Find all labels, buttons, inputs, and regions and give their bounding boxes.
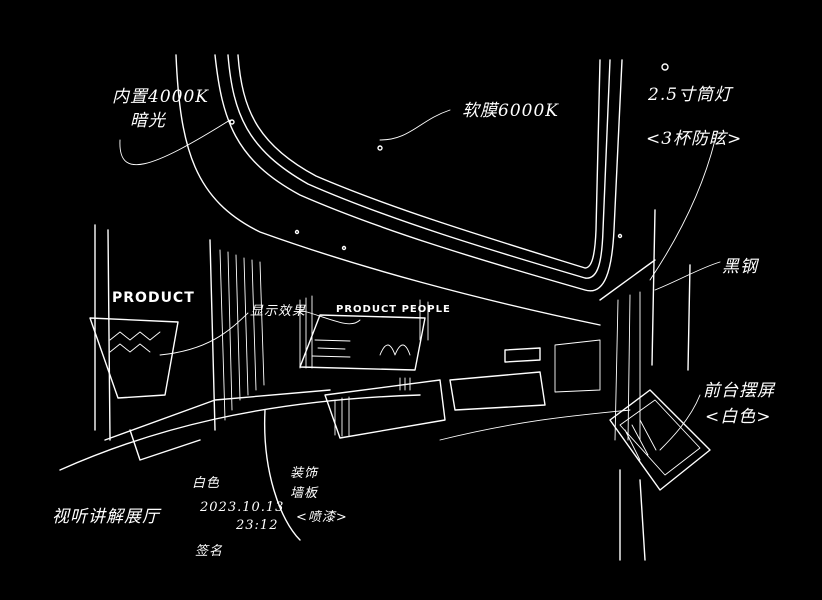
- drawing-signature: 签名: [195, 544, 224, 559]
- wall-panel-note-line3: <喷漆>: [296, 510, 348, 525]
- wall-panel-note-line2: 墙板: [290, 486, 319, 501]
- front-screen-note-line2: <白色>: [705, 407, 772, 427]
- downlight-note-line1: 2.5寸筒灯: [648, 85, 733, 105]
- softfilm-note: 软膜6000K: [462, 101, 559, 121]
- ceiling-downlights: [229, 63, 669, 251]
- display-effect-note: 显示效果: [250, 304, 307, 319]
- lighting-note-line2: 暗光: [130, 111, 166, 131]
- drawing-time: 23:12: [236, 518, 279, 533]
- center-sign-text: PRODUCT PEOPLE: [336, 304, 451, 315]
- left-sign-text: PRODUCT: [112, 290, 195, 306]
- downlight-note-line2: <3杯防眩>: [646, 129, 743, 149]
- front-screen-note-line1: 前台摆屏: [703, 381, 775, 401]
- wall-panel-note-line1: 装饰: [290, 466, 319, 481]
- ceiling-softfilm-band: [175, 54, 623, 326]
- black-steel-note: 黑钢: [722, 257, 758, 277]
- left-product-sign: [89, 317, 179, 399]
- lighting-note-line1: 内置4000K: [112, 87, 209, 107]
- center-product-sign: [299, 295, 429, 371]
- white-base-note: 白色: [192, 476, 221, 491]
- display-counters: [104, 339, 601, 461]
- leader-lines: [119, 109, 721, 451]
- floor-lines: [59, 394, 631, 541]
- drawing-date: 2023.10.13: [200, 500, 285, 515]
- drawing-title: 视听讲解展厅: [52, 507, 160, 527]
- left-wall: [94, 224, 265, 441]
- front-screen: [609, 389, 711, 561]
